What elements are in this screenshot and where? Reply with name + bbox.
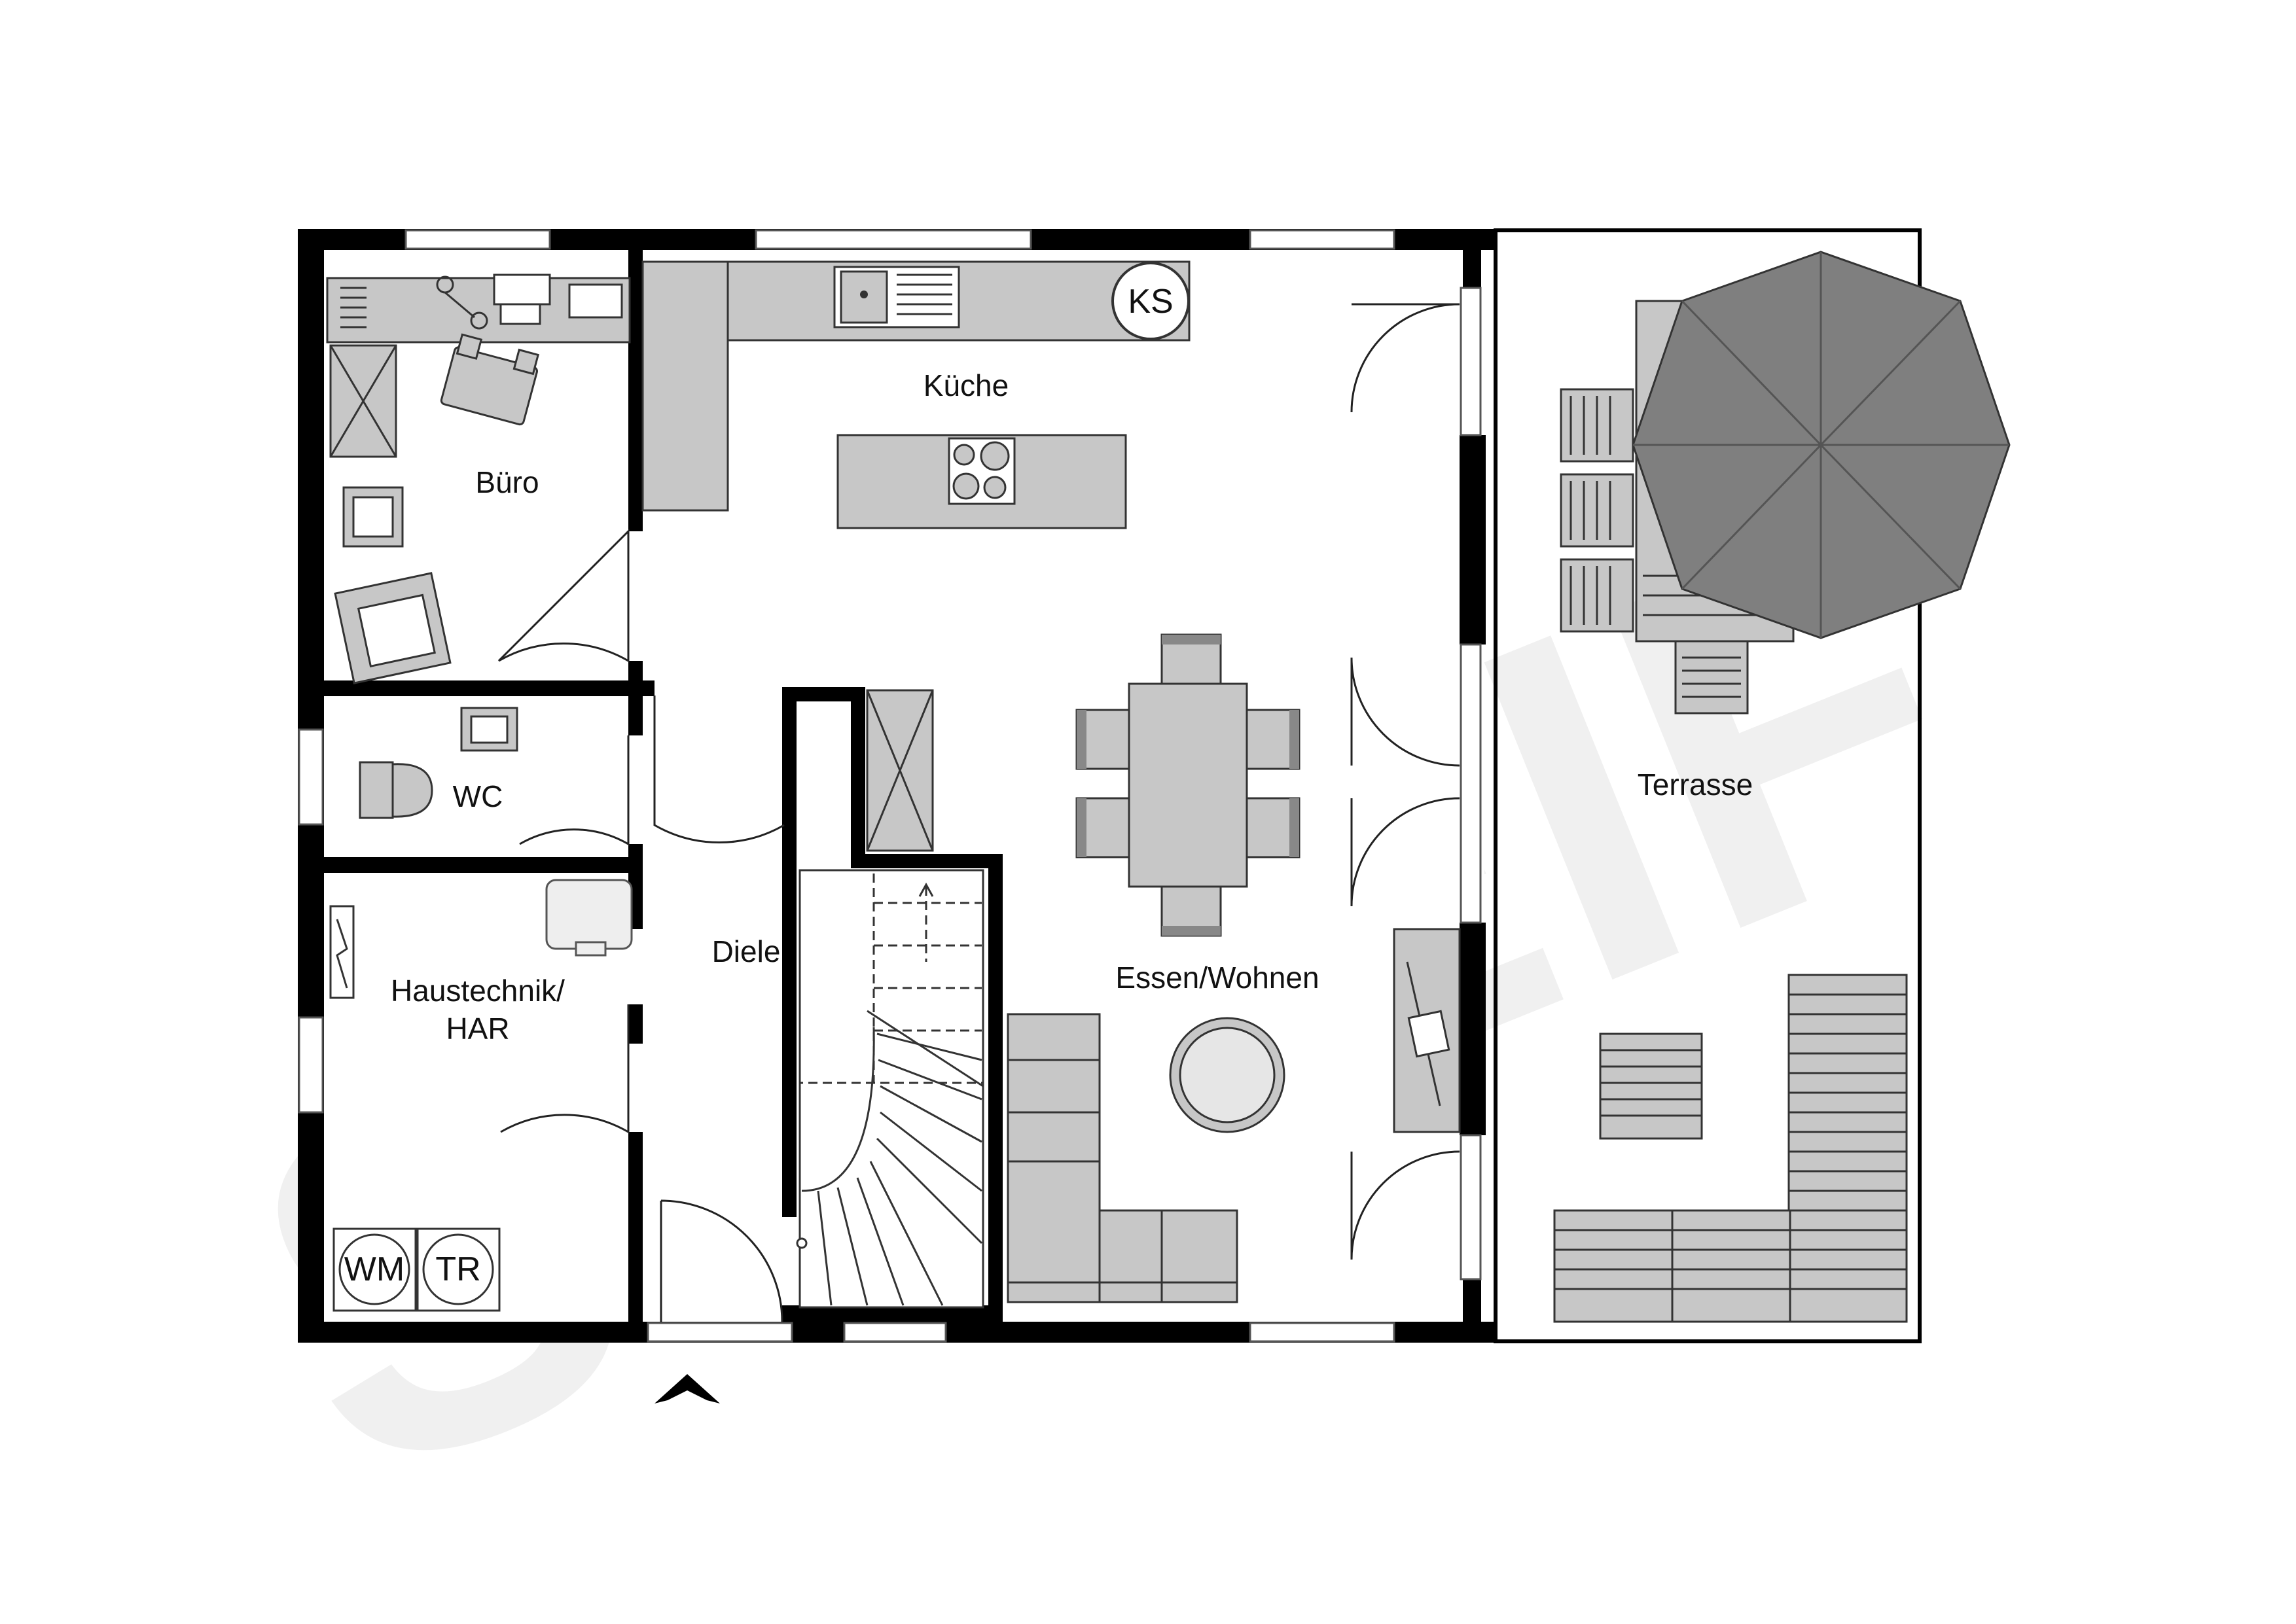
door-terrace-2	[1350, 657, 1460, 767]
fridge-icon	[1111, 262, 1190, 340]
washer-icon	[338, 1233, 410, 1305]
cabinet	[329, 344, 397, 458]
window-buero	[404, 229, 551, 250]
fridge-label: KS	[1128, 283, 1173, 321]
doors	[497, 303, 1460, 1322]
dryer: TR	[416, 1227, 501, 1312]
terrace-outline	[1494, 228, 1922, 1343]
buero-furniture	[326, 274, 631, 684]
windows	[298, 229, 1482, 1343]
fuse-box	[329, 905, 355, 999]
door-glass-3	[1460, 1134, 1482, 1280]
room-label-terrasse: Terrasse	[1638, 768, 1753, 802]
dining-furniture	[1075, 633, 1300, 937]
door-haustechnik	[500, 1004, 630, 1134]
dryer-label: TR	[435, 1250, 480, 1288]
dining-table	[1128, 682, 1248, 888]
sink-icon	[833, 266, 960, 328]
armchair	[334, 572, 452, 684]
room-label-buero: Büro	[475, 465, 539, 499]
room-label-kueche: Küche	[924, 368, 1009, 402]
boiler	[545, 879, 633, 950]
dryer-icon	[422, 1233, 494, 1305]
door-buero	[497, 529, 630, 663]
window-haustechnik	[298, 1016, 324, 1114]
sun-loungers	[1553, 974, 1908, 1323]
staircase	[796, 689, 984, 1309]
entrance-arrow-icon	[655, 1374, 720, 1403]
umbrella	[1632, 251, 2011, 639]
paper-tray-icon	[568, 283, 623, 319]
window-wohnen	[1249, 1322, 1395, 1343]
office-chair	[440, 333, 540, 426]
door-terrace-1	[1350, 303, 1460, 413]
toilet	[391, 763, 433, 818]
kitchen-counter-side	[641, 260, 729, 512]
shelf-icon	[340, 287, 367, 328]
kitchen-furniture: KS	[641, 260, 1191, 529]
door-entrance	[660, 1199, 783, 1322]
sofa	[1007, 1013, 1238, 1303]
door-wc	[519, 735, 630, 846]
room-labels: Büro Küche WC Diele Haustechnik/ HAR Ess…	[391, 368, 1753, 1046]
room-label-haustechnik-1: Haustechnik/	[391, 974, 565, 1008]
door-terrace-3	[1350, 797, 1460, 907]
door-diele-top	[653, 696, 785, 844]
window-kueche	[755, 229, 1032, 250]
window-stair	[843, 1322, 947, 1343]
tv-sideboard	[1393, 928, 1461, 1133]
laptop-icon	[493, 274, 551, 325]
haustechnik-furniture: WM TR	[329, 879, 633, 1312]
window-kueche-right	[1249, 229, 1395, 250]
room-label-haustechnik-2: HAR	[446, 1012, 509, 1046]
wc-furniture	[359, 707, 518, 819]
terrace-chair-bottom	[1674, 640, 1749, 715]
room-label-wc: WC	[453, 779, 503, 813]
door-glass-2	[1460, 643, 1482, 924]
washer: WM	[332, 1227, 417, 1312]
room-label-essen-wohnen: Essen/Wohnen	[1115, 961, 1319, 995]
living-furniture	[1007, 928, 1461, 1303]
cooktop-icon	[948, 437, 1016, 505]
window-wc	[298, 728, 324, 826]
fridge: KS	[1111, 262, 1190, 340]
lightning-icon	[336, 919, 348, 989]
lamp-icon	[436, 275, 488, 330]
door-glass-1	[1460, 287, 1482, 436]
washer-label: WM	[344, 1250, 404, 1288]
entrance-door	[647, 1322, 793, 1343]
room-label-diele: Diele	[712, 934, 781, 968]
door-terrace-4	[1350, 1150, 1460, 1260]
lounger-stool	[1599, 1033, 1703, 1140]
terrace-furniture	[1553, 251, 2011, 1323]
